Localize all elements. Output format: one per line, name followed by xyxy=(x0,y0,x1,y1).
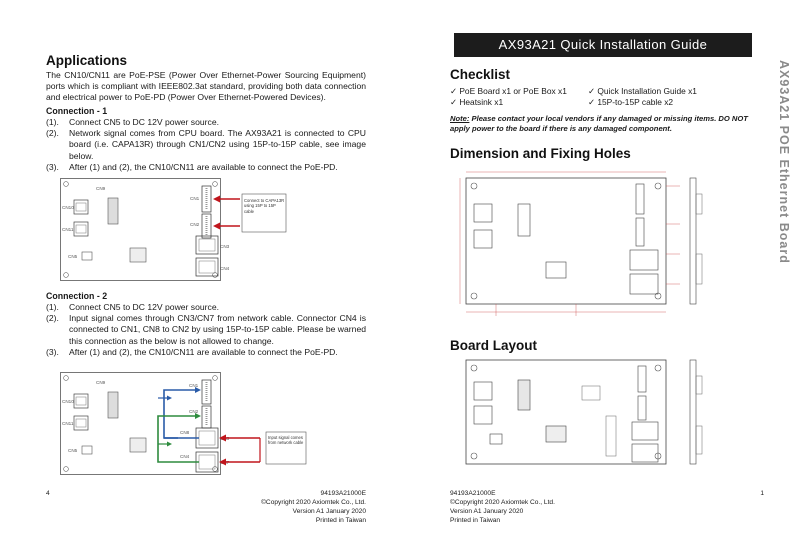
doc-id: 94193A21000E xyxy=(320,490,366,497)
connection-2-step: (3). After (1) and (2), the CN10/CN11 ar… xyxy=(46,347,366,358)
connection-2-title: Connection - 2 xyxy=(46,291,108,301)
step-text: Connect CN5 to DC 12V power source. xyxy=(69,117,219,127)
printed-in: Printed in Taiwan xyxy=(315,517,366,524)
connection-2-step: (1). Connect CN5 to DC 12V power source. xyxy=(46,302,366,313)
note-label: Note: xyxy=(450,114,470,123)
checklist-item: ✓ 15P-to-15P cable x2 xyxy=(588,97,674,107)
step-number: (2). xyxy=(46,128,59,139)
side-title: AX93A21 POE Ethernet Board xyxy=(773,60,793,264)
label-cn11: CN11 xyxy=(62,227,74,232)
connection-1-step: (1). Connect CN5 to DC 12V power source. xyxy=(46,117,366,128)
label-cn10: CN10 xyxy=(62,205,74,210)
board-layout-heading: Board Layout xyxy=(450,338,538,353)
label-cn8: CN8 xyxy=(180,430,190,435)
step-number: (1). xyxy=(46,117,59,127)
note-text: Please contact your local vendors if any… xyxy=(450,114,748,133)
left-footer-info: 94193A21000E ©Copyright 2020 Axiomtek Co… xyxy=(200,489,366,525)
version: Version A1 January 2020 xyxy=(450,508,524,515)
checklist-item: ✓ PoE Board x1 or PoE Box x1 xyxy=(450,86,567,96)
note: Note: Please contact your local vendors … xyxy=(450,114,750,133)
connection-1-title: Connection - 1 xyxy=(46,106,108,116)
step-text: Input signal comes through CN3/CN7 from … xyxy=(69,313,366,346)
label-cn4: CN4 xyxy=(180,454,190,459)
label-cn1: CN1 xyxy=(190,196,200,201)
right-footer-info: 94193A21000E ©Copyright 2020 Axiomtek Co… xyxy=(450,489,650,525)
applications-intro: The CN10/CN11 are PoE-PSE (Power Over Et… xyxy=(46,70,366,103)
label-cn3: CN3 xyxy=(220,244,230,249)
label-cn4: CN4 xyxy=(220,266,230,271)
label-cn10: CN10 xyxy=(62,399,74,404)
step-number: (3). xyxy=(46,161,59,172)
connection-1-steps: (1). Connect CN5 to DC 12V power source.… xyxy=(46,117,366,173)
guide-title: AX93A21 Quick Installation Guide xyxy=(454,33,752,57)
board-layout-drawing xyxy=(465,359,703,465)
side-title-text: AX93A21 POE Ethernet Board xyxy=(777,60,791,264)
step-number: (2). xyxy=(46,313,59,324)
step-text: Network signal comes from CPU board. The… xyxy=(69,128,366,161)
left-page-number: 4 xyxy=(46,490,50,497)
step-number: (1). xyxy=(46,302,59,312)
connection-1-callout: Connect to CAPA13R using 15P to 15P cabl… xyxy=(244,198,285,214)
connection-1-step: (2). Network signal comes from CPU board… xyxy=(46,128,366,162)
step-text: After (1) and (2), the CN10/CN11 are ava… xyxy=(69,346,338,357)
checklist-item: ✓ Quick Installation Guide x1 xyxy=(588,86,697,96)
label-cn9: CN9 xyxy=(96,186,106,191)
copyright: ©Copyright 2020 Axiomtek Co., Ltd. xyxy=(450,499,555,506)
checklist-item: ✓ Heatsink x1 xyxy=(450,97,504,107)
connection-1-board-diagram: CN10 CN11 CN9 CN5 CN1 CN2 CN3 CN4 Connec… xyxy=(60,178,287,281)
label-cn5: CN5 xyxy=(68,448,78,453)
copyright: ©Copyright 2020 Axiomtek Co., Ltd. xyxy=(261,499,366,506)
label-cn2: CN2 xyxy=(189,409,199,414)
printed-in: Printed in Taiwan xyxy=(450,517,501,524)
right-page-number: 1 xyxy=(760,490,764,497)
step-text: Connect CN5 to DC 12V power source. xyxy=(69,302,219,312)
connection-1-step: (3). After (1) and (2), the CN10/CN11 ar… xyxy=(46,162,366,173)
label-cn5: CN5 xyxy=(68,254,78,259)
label-cn2: CN2 xyxy=(190,222,200,227)
doc-id: 94193A21000E xyxy=(450,490,496,497)
label-cn1: CN1 xyxy=(189,383,199,388)
connection-2-step: (2). Input signal comes through CN3/CN7 … xyxy=(46,313,366,347)
dimension-heading: Dimension and Fixing Holes xyxy=(450,146,631,161)
right-page: AX93A21 Quick Installation Guide AX93A21… xyxy=(404,0,808,551)
connection-2-board-diagram: CN10 CN11 CN9 CN5 CN1 CN2 CN8 CN4 CN3 CN… xyxy=(60,372,307,475)
step-text: After (1) and (2), the CN10/CN11 are ava… xyxy=(69,161,338,172)
dimension-drawing xyxy=(459,171,703,316)
connection-2-steps: (1). Connect CN5 to DC 12V power source.… xyxy=(46,302,366,358)
step-number: (3). xyxy=(46,346,59,357)
connection-2-callout: Input signal comes from network cable xyxy=(268,435,304,446)
label-cn11: CN11 xyxy=(62,421,74,426)
version: Version A1 January 2020 xyxy=(292,508,366,515)
checklist-heading: Checklist xyxy=(450,67,511,82)
left-page: Applications The CN10/CN11 are PoE-PSE (… xyxy=(46,53,366,525)
applications-heading: Applications xyxy=(46,53,128,68)
label-cn9: CN9 xyxy=(96,380,106,385)
